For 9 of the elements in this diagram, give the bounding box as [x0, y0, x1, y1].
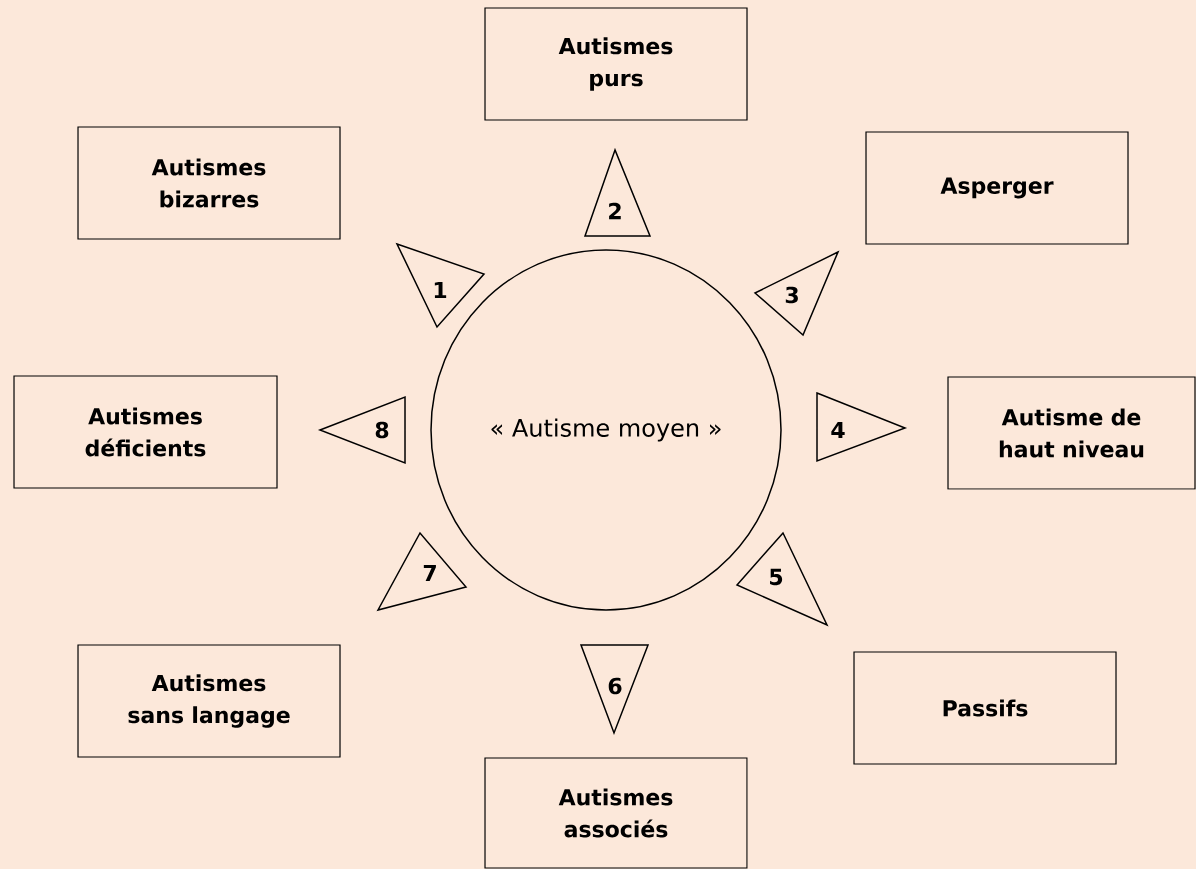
category-box: Asperger: [865, 131, 1129, 245]
category-box: Autisme de haut niveau: [947, 376, 1196, 490]
category-box: Autismes sans langage: [77, 644, 341, 758]
category-box: Passifs: [853, 651, 1117, 765]
category-box: Autismes associés: [484, 757, 748, 869]
category-box: Autismes bizarres: [77, 126, 341, 240]
category-box: Autismes purs: [484, 7, 748, 121]
category-box: Autismes déficients: [13, 375, 278, 489]
circle-label: « Autisme moyen »: [491, 418, 721, 442]
